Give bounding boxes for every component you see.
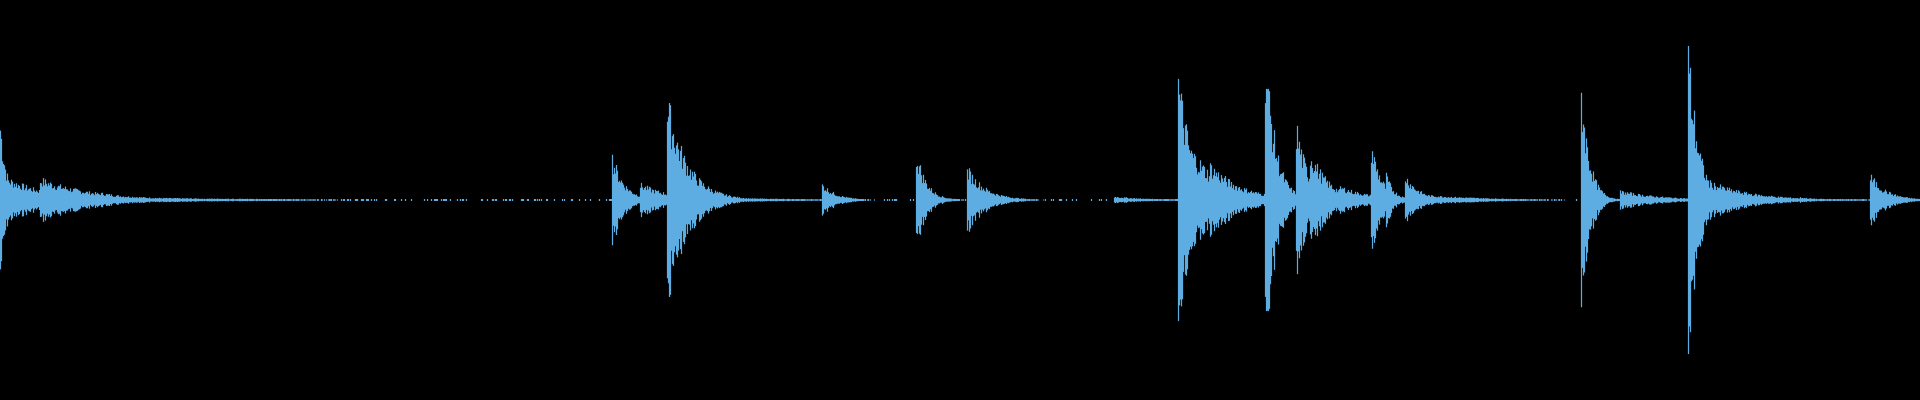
waveform-path: [0, 46, 1920, 354]
